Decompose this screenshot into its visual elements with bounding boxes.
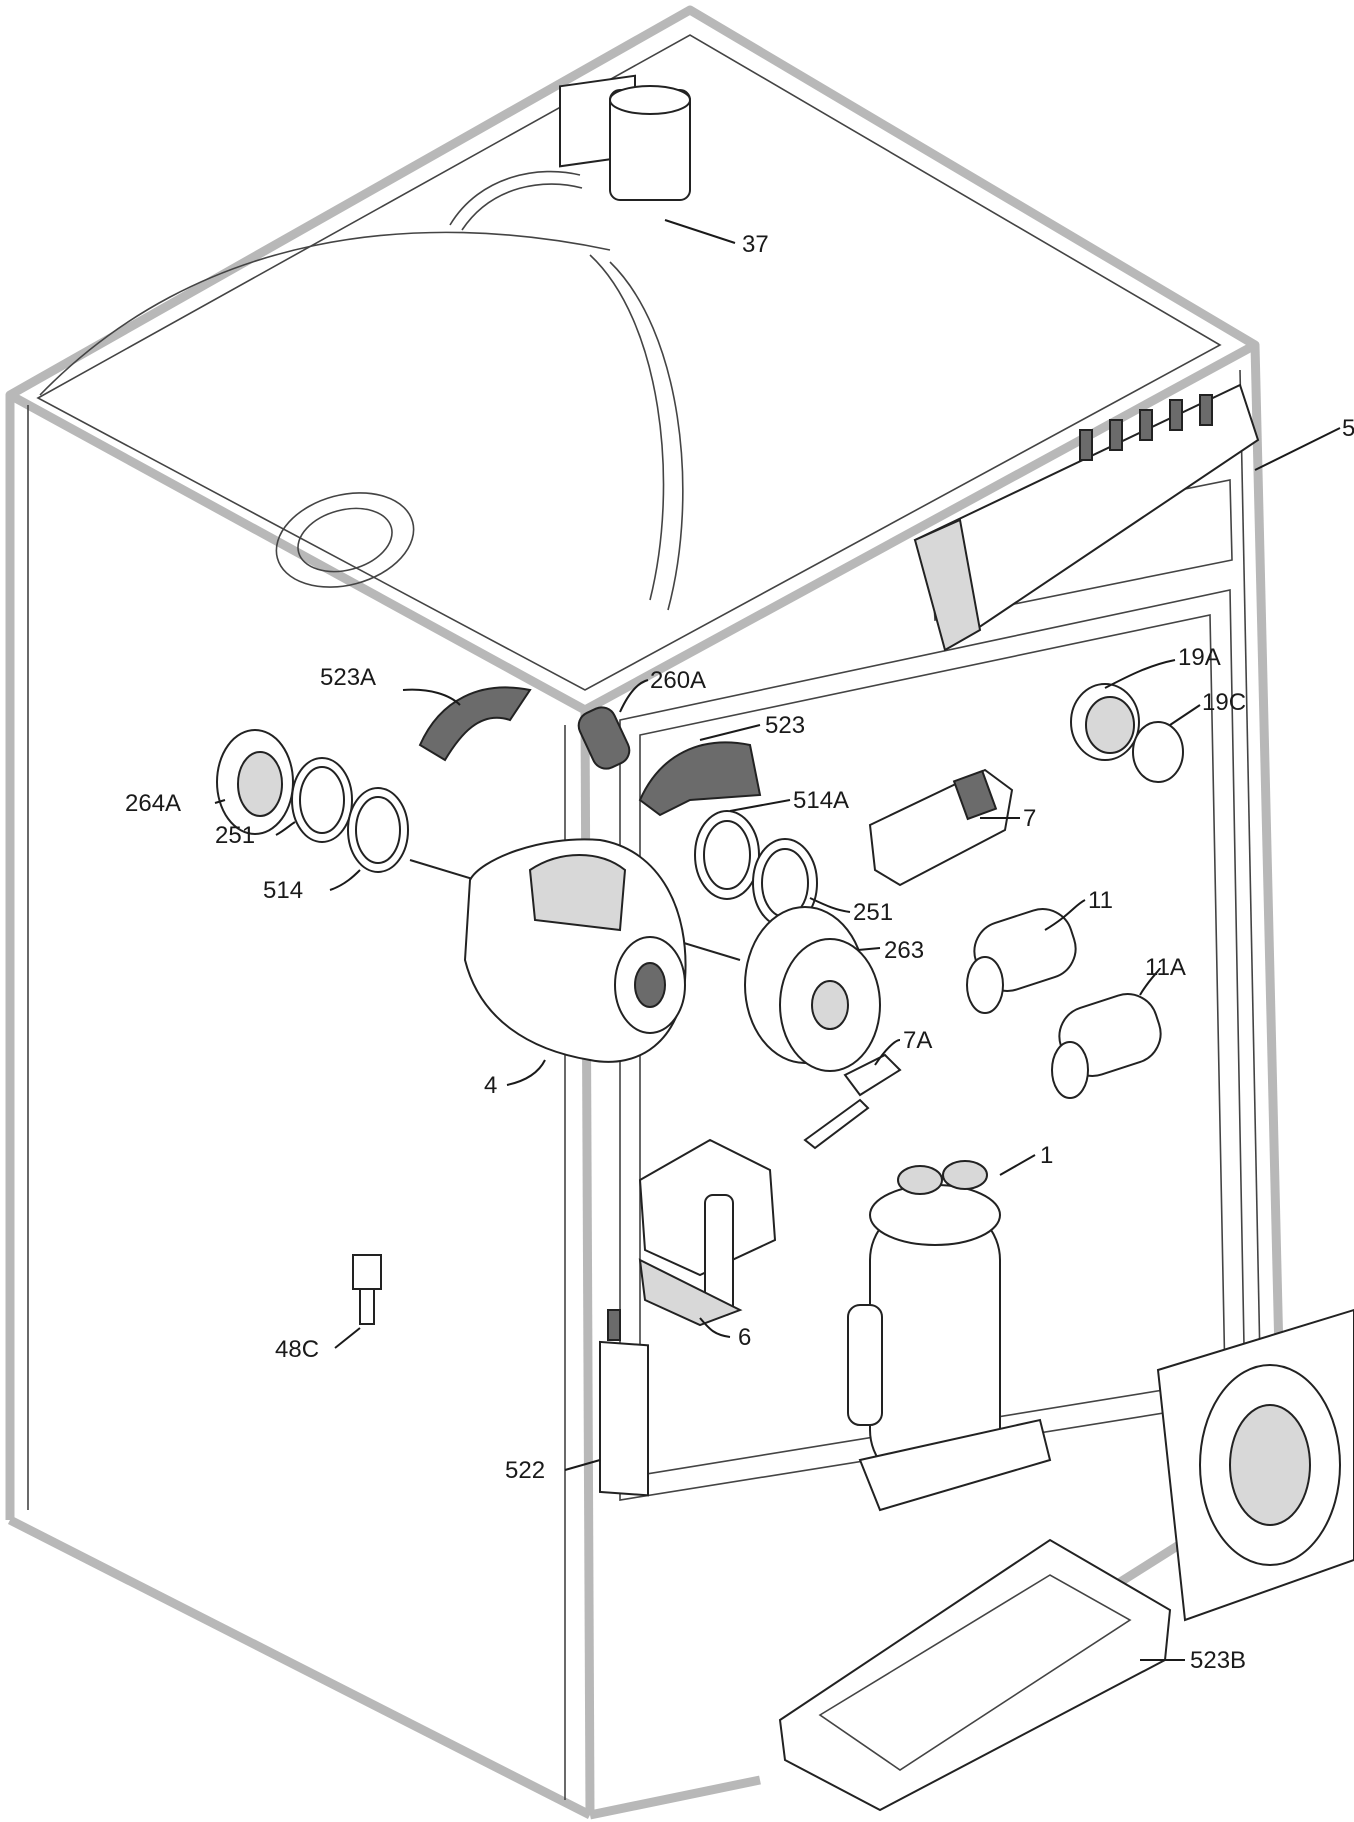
part-7A — [803, 1053, 902, 1150]
part-6 — [638, 1138, 777, 1327]
part-251-right — [752, 838, 818, 928]
callout-11A: 11A — [1145, 954, 1186, 981]
part-19C — [1132, 721, 1184, 783]
part-514A — [694, 810, 760, 900]
callout-523: 523 — [765, 712, 805, 739]
callout-1: 1 — [1040, 1142, 1053, 1169]
callout-251-left: 251 — [215, 822, 255, 849]
callout-251-right: 251 — [853, 899, 893, 926]
part-523B — [778, 1538, 1172, 1812]
callout-263: 263 — [884, 937, 924, 964]
callout-37: 37 — [742, 231, 769, 258]
callout-523B: 523B — [1190, 1647, 1246, 1674]
part-251-left — [291, 757, 353, 843]
callout-264A: 264A — [125, 790, 181, 817]
callout-523A: 523A — [320, 664, 376, 691]
part-4 — [409, 838, 741, 1063]
callout-labels: 37 5 19A 19C 523A 260A 523 264A 251 514 … — [125, 231, 1354, 1674]
callout-260A: 260A — [650, 667, 706, 694]
callout-7A: 7A — [903, 1027, 932, 1054]
callout-19C: 19C — [1202, 689, 1246, 716]
part-523A — [418, 686, 532, 762]
callout-5: 5 — [1342, 415, 1354, 442]
part-19A — [1070, 683, 1140, 761]
part-1 — [847, 1160, 1052, 1512]
part-11A — [1051, 993, 1162, 1099]
part-7 — [868, 768, 1014, 887]
leader-lines — [214, 219, 1341, 1661]
part-523 — [638, 741, 762, 817]
callout-4: 4 — [484, 1072, 497, 1099]
part-514 — [347, 787, 409, 873]
part-fan — [1156, 1308, 1354, 1622]
part-48C — [352, 1254, 382, 1325]
callout-514: 514 — [263, 877, 303, 904]
part-264A — [216, 729, 294, 835]
callout-19A: 19A — [1178, 644, 1221, 671]
callout-48C: 48C — [275, 1336, 319, 1363]
part-5 — [913, 383, 1260, 652]
callout-514A: 514A — [793, 787, 849, 814]
callout-522: 522 — [505, 1457, 545, 1484]
callout-7: 7 — [1023, 805, 1036, 832]
part-11 — [966, 908, 1077, 1014]
callout-6: 6 — [738, 1324, 751, 1351]
part-37 — [449, 74, 691, 231]
callout-11: 11 — [1088, 887, 1113, 914]
part-263 — [744, 906, 881, 1072]
part-522 — [599, 1309, 649, 1497]
part-260A — [577, 706, 631, 770]
